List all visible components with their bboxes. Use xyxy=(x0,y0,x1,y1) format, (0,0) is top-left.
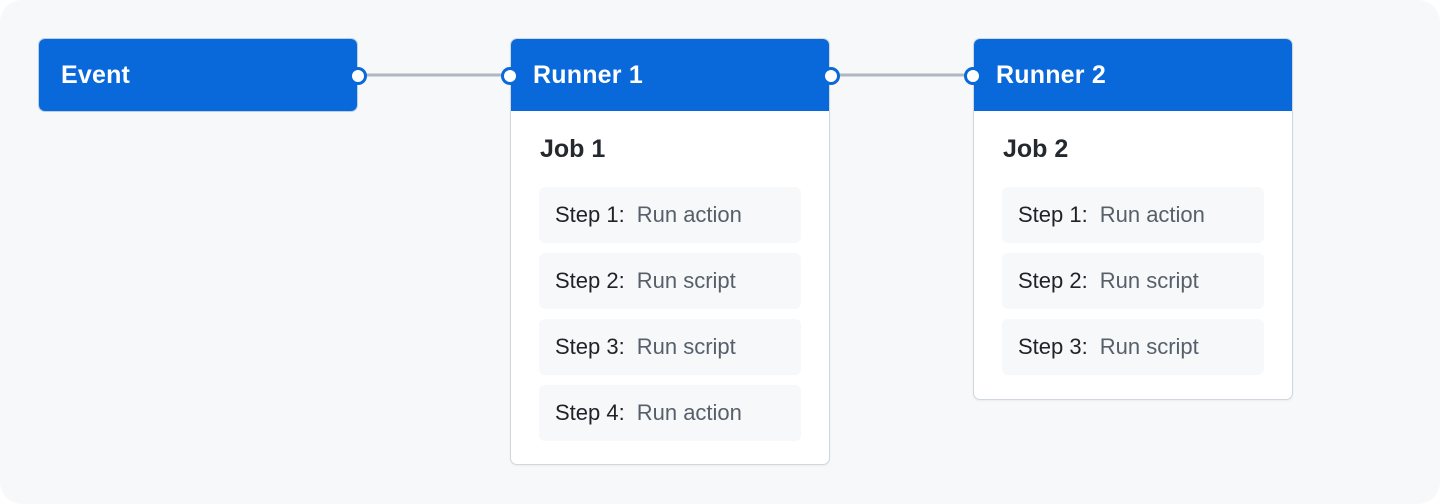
job-1-step-3: Step 3: Run script xyxy=(539,319,801,375)
step-action: Run action xyxy=(1099,202,1205,227)
step-label: Step 4: xyxy=(555,400,625,425)
event-node-label: Event xyxy=(39,39,357,111)
runner-1-input-port xyxy=(501,67,519,85)
runner-2-title: Runner 2 xyxy=(974,39,1292,111)
step-label: Step 2: xyxy=(555,268,625,293)
step-action: Run script xyxy=(636,268,736,293)
runner-2-node: Runner 2 Job 2 Step 1: Run action Step 2… xyxy=(973,38,1293,400)
job-1-step-4: Step 4: Run action xyxy=(539,385,801,441)
job-2-step-2: Step 2: Run script xyxy=(1002,253,1264,309)
job-2-title: Job 2 xyxy=(1003,135,1069,163)
runner-2-body: Job 2 Step 1: Run action Step 2: Run scr… xyxy=(974,111,1292,375)
job-2-step-1: Step 1: Run action xyxy=(1002,187,1264,243)
runner-1-body: Job 1 Step 1: Run action Step 2: Run scr… xyxy=(511,111,829,441)
step-label: Step 2: xyxy=(1018,268,1088,293)
step-label: Step 3: xyxy=(555,334,625,359)
runner-2-input-port xyxy=(964,67,982,85)
event-output-port xyxy=(349,67,367,85)
step-label: Step 3: xyxy=(1018,334,1088,359)
runner-1-node: Runner 1 Job 1 Step 1: Run action Step 2… xyxy=(510,38,830,465)
step-action: Run script xyxy=(636,334,736,359)
step-label: Step 1: xyxy=(555,202,625,227)
job-1-title: Job 1 xyxy=(540,135,606,163)
runner-1-output-port xyxy=(822,67,840,85)
job-1-step-2: Step 2: Run script xyxy=(539,253,801,309)
runner-1-title: Runner 1 xyxy=(511,39,829,111)
job-1-step-1: Step 1: Run action xyxy=(539,187,801,243)
step-action: Run script xyxy=(1099,268,1199,293)
step-action: Run action xyxy=(636,400,742,425)
job-1-step-list: Step 1: Run action Step 2: Run script St… xyxy=(539,187,801,441)
event-node: Event xyxy=(38,38,358,112)
step-action: Run action xyxy=(636,202,742,227)
step-action: Run script xyxy=(1099,334,1199,359)
job-2-step-3: Step 3: Run script xyxy=(1002,319,1264,375)
job-2-step-list: Step 1: Run action Step 2: Run script St… xyxy=(1002,187,1264,375)
step-label: Step 1: xyxy=(1018,202,1088,227)
